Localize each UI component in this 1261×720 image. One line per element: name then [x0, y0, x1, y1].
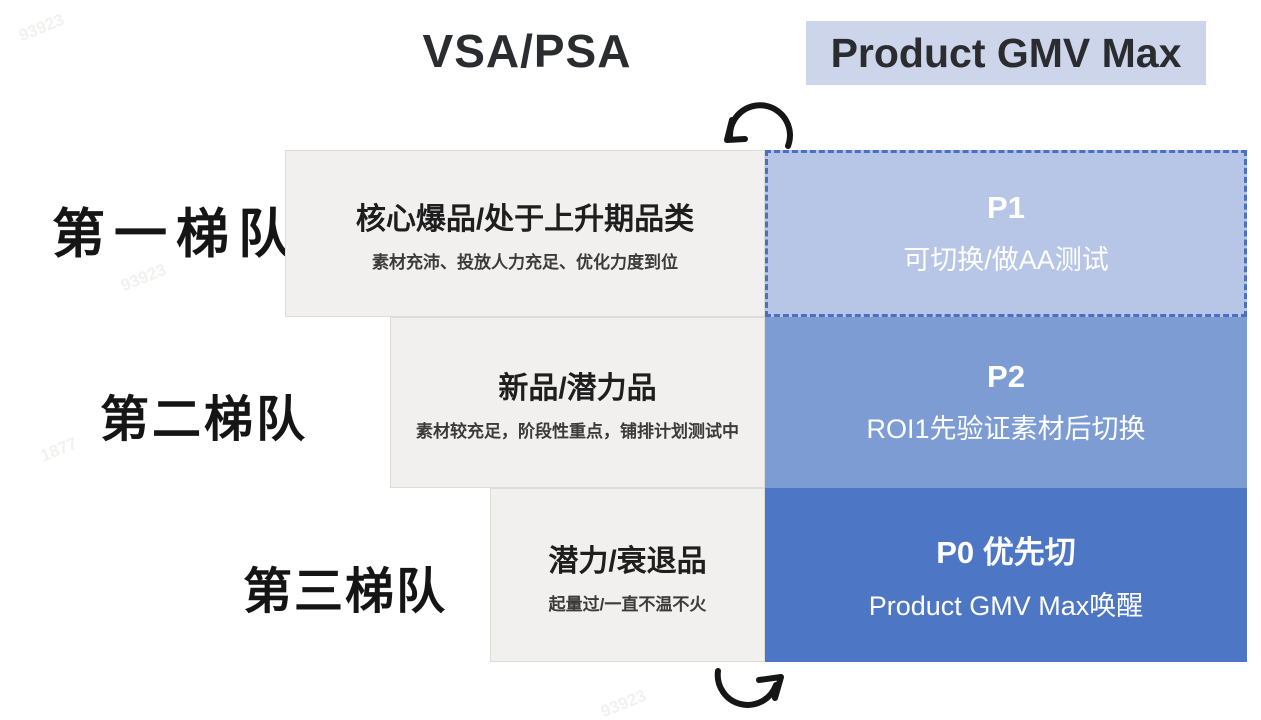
tier-3-label: 第三梯队 — [243, 565, 448, 619]
priority-p2-note: ROI1先验证素材后切换 — [866, 414, 1146, 444]
tier-2-product-title: 新品/潜力品 — [498, 372, 657, 405]
priority-p0-note: Product GMV Max唤醒 — [868, 591, 1144, 621]
watermark: 93923 — [597, 685, 649, 720]
tier-3-product-title: 潜力/衰退品 — [548, 544, 707, 578]
watermark: 93923 — [15, 9, 67, 46]
priority-p1-box: P1 可切换/做AA测试 — [765, 150, 1247, 317]
tier-1-product-title: 核心爆品/处于上升期品类 — [355, 203, 695, 236]
tier-1-product-note: 素材充沛、投放人力充足、优化力度到位 — [372, 253, 678, 272]
tier-2-product-note: 素材较充足，阶段性重点，铺排计划测试中 — [416, 422, 739, 441]
priority-p0-label: P0 优先切 — [936, 535, 1076, 570]
tier-2-product-box: 新品/潜力品 素材较充足，阶段性重点，铺排计划测试中 — [390, 317, 765, 488]
tier-3-product-note: 起量过/一直不温不火 — [548, 594, 707, 614]
curved-arrow-counterclockwise-icon — [724, 102, 793, 149]
column-header-product-gmv-max: Product GMV Max — [806, 21, 1206, 85]
tier-2-label: 第二梯队 — [100, 393, 309, 447]
column-header-vsa-psa: VSA/PSA — [422, 25, 632, 77]
priority-p2-label: P2 — [987, 359, 1025, 394]
priority-p2-box: P2 ROI1先验证素材后切换 — [765, 317, 1247, 488]
tier-3-product-box: 潜力/衰退品 起量过/一直不温不火 — [490, 488, 765, 662]
curved-arrow-clockwise-icon — [714, 668, 784, 708]
tier-1-product-box: 核心爆品/处于上升期品类 素材充沛、投放人力充足、优化力度到位 — [285, 150, 765, 317]
tier-1-label: 第一梯队 — [52, 205, 300, 264]
priority-p1-label: P1 — [987, 190, 1025, 225]
watermark: 1877 — [37, 433, 80, 466]
priority-p0-box: P0 优先切 Product GMV Max唤醒 — [765, 488, 1247, 662]
priority-p1-note: 可切换/做AA测试 — [903, 245, 1109, 275]
